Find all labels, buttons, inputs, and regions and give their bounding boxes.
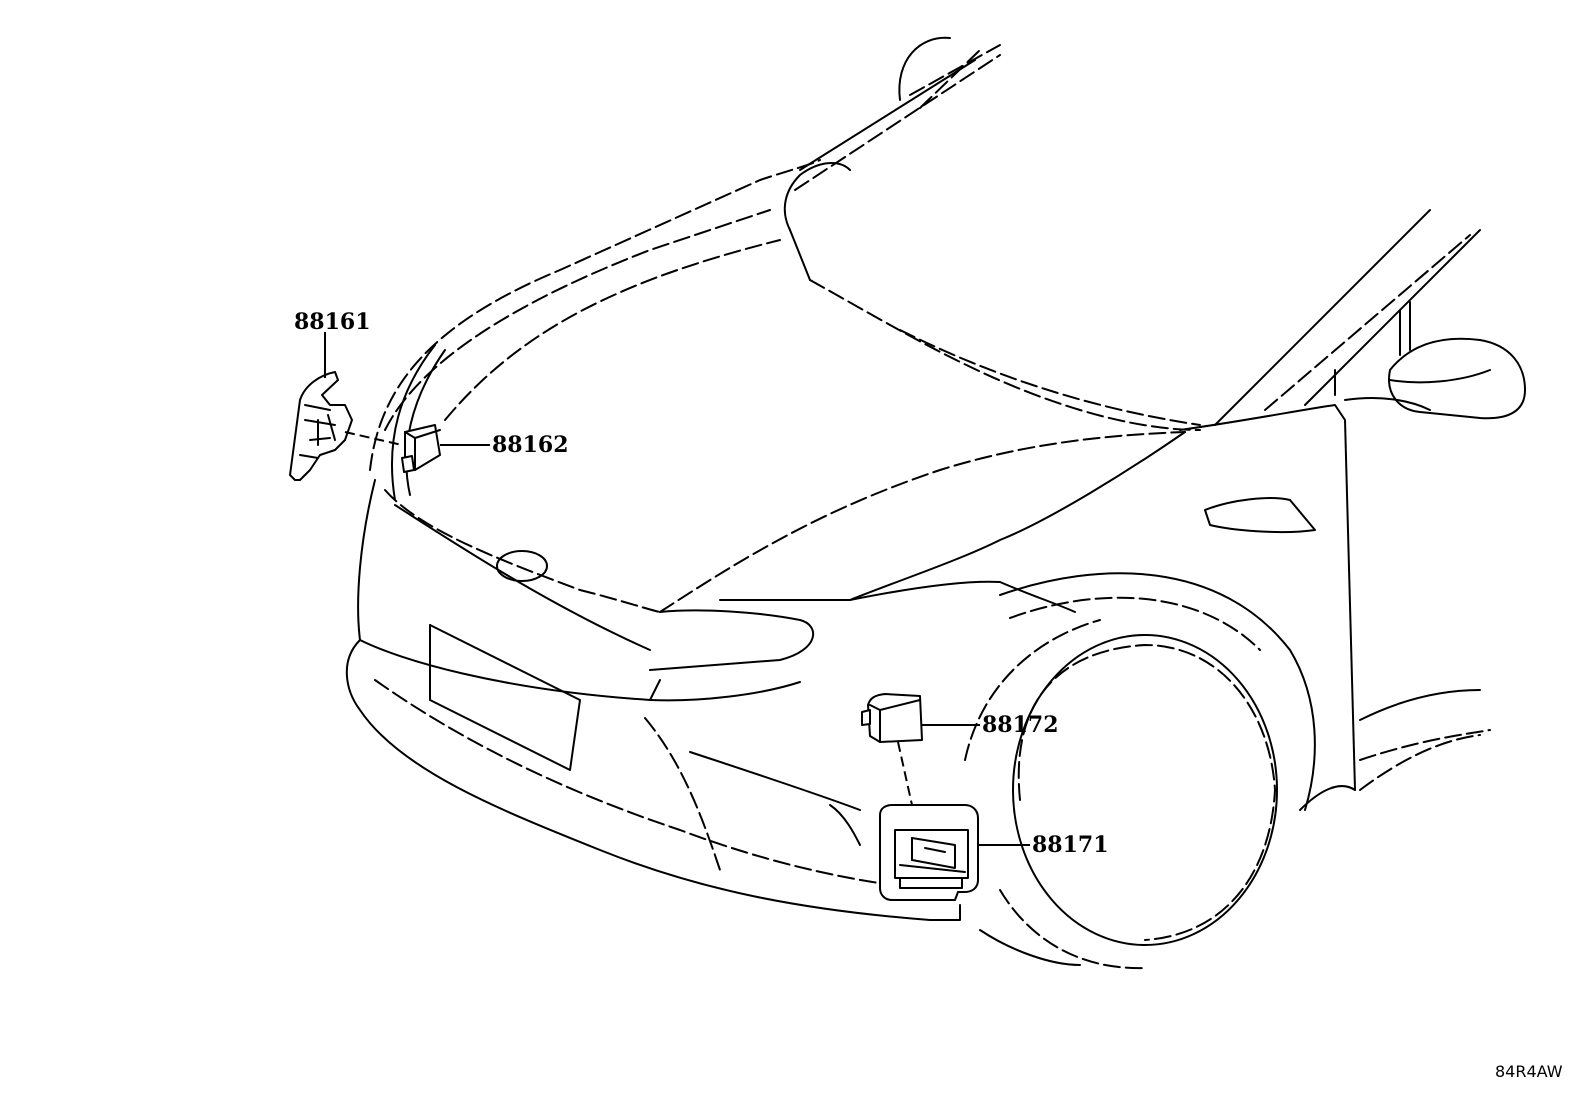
part-88162-module — [401, 424, 441, 473]
callout-88161: 88161 — [294, 309, 371, 335]
vehicle-outline — [345, 36, 1526, 970]
part-88171-bracket — [879, 804, 979, 901]
leader-lines — [324, 332, 1030, 846]
diagram-code: 84R4AW — [1495, 1062, 1563, 1081]
callout-88162: 88162 — [492, 432, 569, 458]
part-88161-bracket — [289, 371, 353, 481]
callout-88172: 88172 — [982, 712, 1059, 738]
callout-88171: 88171 — [1032, 832, 1109, 858]
part-88172-module — [861, 693, 923, 743]
